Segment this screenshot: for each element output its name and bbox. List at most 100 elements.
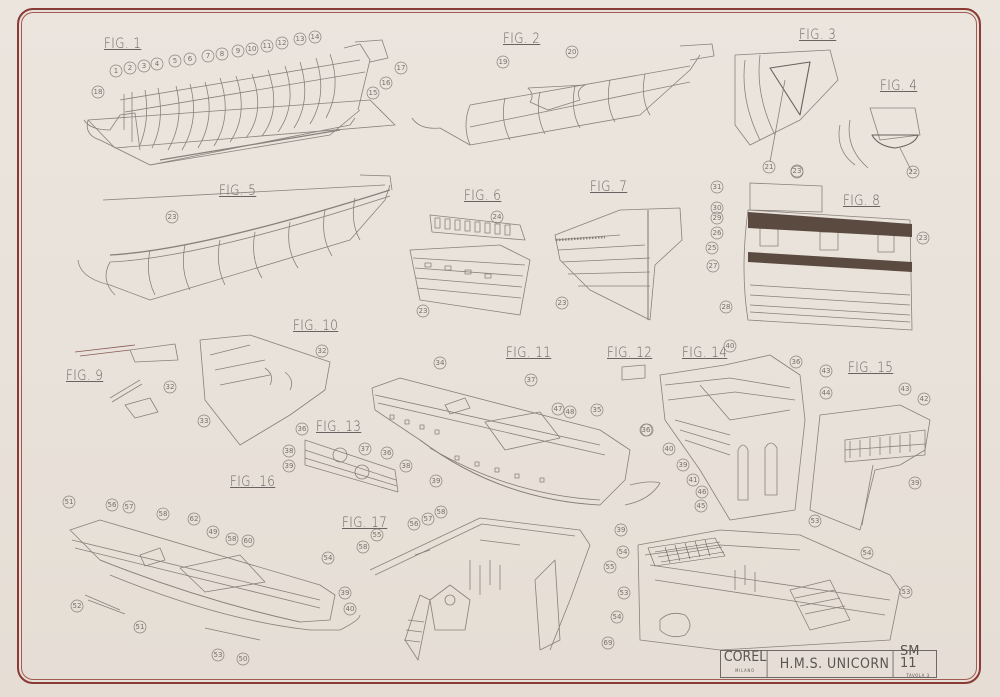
svg-text:55: 55: [606, 563, 615, 571]
svg-text:51: 51: [65, 498, 74, 506]
fig4-stern-cap: [838, 107, 921, 173]
sheet-border: [17, 8, 981, 684]
svg-text:17: 17: [397, 64, 406, 72]
svg-text:58: 58: [159, 510, 168, 518]
fig8-dark-wales: [748, 212, 912, 272]
fig3-label: FIG. 3: [799, 27, 837, 43]
svg-text:28: 28: [722, 303, 731, 311]
svg-text:4: 4: [155, 60, 160, 68]
svg-text:5: 5: [173, 57, 177, 65]
svg-text:15: 15: [369, 89, 378, 97]
svg-text:6: 6: [188, 55, 193, 63]
svg-text:36: 36: [298, 425, 307, 433]
svg-text:13: 13: [296, 35, 305, 43]
svg-text:53: 53: [214, 651, 223, 659]
fig7-label: FIG. 7: [590, 179, 628, 195]
fig9-label: FIG. 9: [66, 368, 104, 384]
svg-text:37: 37: [527, 376, 536, 384]
svg-text:8: 8: [220, 50, 224, 58]
svg-text:48: 48: [566, 408, 575, 416]
svg-text:35: 35: [593, 406, 602, 414]
brand-city: MILANO: [735, 668, 755, 673]
fig16-label: FIG. 16: [230, 474, 276, 490]
svg-text:27: 27: [709, 262, 718, 270]
svg-text:56: 56: [410, 520, 419, 528]
fig13-label: FIG. 13: [316, 419, 362, 435]
svg-text:53: 53: [811, 517, 820, 525]
fig6-side-planking: [409, 214, 531, 316]
fig15-stern-windows: [809, 404, 931, 531]
svg-text:52: 52: [73, 602, 82, 610]
svg-text:43: 43: [822, 367, 831, 375]
brand-name: COREL: [723, 649, 767, 665]
svg-text:57: 57: [424, 515, 433, 523]
svg-text:39: 39: [617, 526, 626, 534]
svg-text:54: 54: [863, 549, 872, 557]
fig17-label: FIG. 17: [342, 515, 388, 531]
fig5-hull-wales: [77, 174, 393, 301]
svg-text:58: 58: [437, 508, 446, 516]
svg-text:24: 24: [493, 213, 502, 221]
svg-text:20: 20: [568, 48, 577, 56]
svg-text:21: 21: [765, 163, 774, 171]
svg-text:45: 45: [697, 502, 706, 510]
svg-text:16: 16: [382, 79, 391, 87]
fig8-label: FIG. 8: [843, 193, 881, 209]
svg-text:55: 55: [373, 531, 382, 539]
svg-text:11: 11: [263, 42, 272, 50]
svg-text:38: 38: [402, 462, 411, 470]
title-block: COREL MILANO H.M.S. UNICORN SM 11 TAVOLA…: [720, 645, 937, 678]
svg-text:42: 42: [920, 395, 929, 403]
svg-text:43: 43: [901, 385, 910, 393]
fig12-label: FIG. 12: [607, 345, 653, 361]
fig6-label: FIG. 6: [464, 188, 502, 204]
svg-text:33: 33: [200, 417, 209, 425]
svg-text:62: 62: [190, 515, 199, 523]
fig13-timbers: [304, 439, 399, 493]
svg-text:40: 40: [726, 342, 735, 350]
svg-text:39: 39: [432, 477, 441, 485]
fig16-full-deck: [69, 519, 361, 641]
svg-text:54: 54: [619, 548, 628, 556]
table-label: TAVOLA 3: [906, 673, 930, 678]
fig17-deck-fittings: [369, 517, 591, 661]
svg-text:25: 25: [708, 244, 717, 252]
svg-text:49: 49: [209, 528, 218, 536]
fig3-stern: [734, 49, 839, 163]
svg-text:23: 23: [919, 234, 928, 242]
sheet-code-cell: SM 11 TAVOLA 3: [900, 645, 936, 678]
svg-text:1: 1: [114, 67, 118, 75]
svg-text:41: 41: [689, 476, 698, 484]
fig2-label: FIG. 2: [503, 31, 541, 47]
svg-text:23: 23: [558, 299, 567, 307]
svg-text:53: 53: [902, 588, 911, 596]
svg-text:38: 38: [285, 447, 294, 455]
svg-text:14: 14: [311, 33, 320, 41]
svg-text:29: 29: [713, 214, 722, 222]
svg-text:23: 23: [793, 167, 802, 175]
fig9-cannons: [74, 343, 179, 419]
fig11-hull: [371, 364, 661, 506]
fig10-gun-deck: [199, 334, 331, 446]
svg-text:34: 34: [436, 359, 445, 367]
svg-text:32: 32: [318, 347, 327, 355]
svg-text:39: 39: [341, 589, 350, 597]
svg-text:36: 36: [792, 358, 801, 366]
brand-cell: COREL MILANO: [723, 649, 768, 677]
svg-text:40: 40: [665, 445, 674, 453]
svg-text:32: 32: [166, 383, 175, 391]
svg-text:60: 60: [244, 537, 253, 545]
deck-detail: [637, 529, 901, 651]
svg-text:18: 18: [94, 88, 103, 96]
svg-text:57: 57: [125, 503, 134, 511]
svg-text:39: 39: [679, 461, 688, 469]
svg-text:44: 44: [822, 389, 831, 397]
fig5-label: FIG. 5: [219, 183, 257, 199]
svg-text:36: 36: [383, 449, 392, 457]
svg-text:9: 9: [236, 47, 240, 55]
fig14-label: FIG. 14: [682, 345, 728, 361]
fig15-label: FIG. 15: [848, 360, 894, 376]
svg-text:2: 2: [128, 64, 132, 72]
fig2-hull-deck: [411, 43, 715, 146]
